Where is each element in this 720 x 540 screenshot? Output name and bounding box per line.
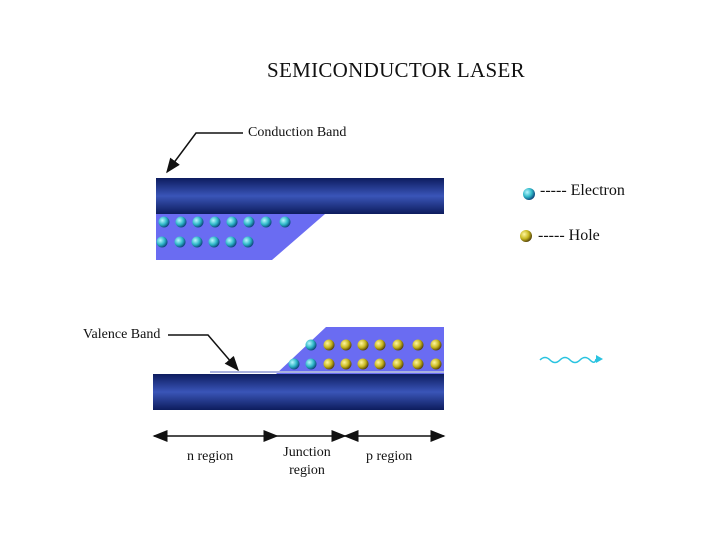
electron: [191, 236, 203, 248]
legend-electron-icon: [523, 188, 535, 200]
electron: [226, 216, 238, 228]
electron: [305, 358, 317, 370]
legend-hole-label: ----- Hole: [538, 227, 600, 244]
hole: [430, 339, 442, 351]
hole: [357, 339, 369, 351]
electron: [175, 216, 187, 228]
electron: [288, 358, 300, 370]
valence-holes: [323, 339, 442, 370]
hole: [340, 358, 352, 370]
electron: [243, 216, 255, 228]
legend-electron-label: ----- Electron: [540, 182, 625, 199]
photon-arrowhead-icon: [596, 355, 603, 363]
valence-band: [153, 374, 444, 410]
junction-region-label-line2: region: [289, 463, 325, 478]
electron: [192, 216, 204, 228]
electron: [156, 236, 168, 248]
hole: [357, 358, 369, 370]
conduction-band: [156, 178, 444, 214]
hole: [412, 358, 424, 370]
p-region-label: p region: [366, 449, 413, 464]
electron: [242, 236, 254, 248]
diagram-title: SEMICONDUCTOR LASER: [267, 58, 525, 82]
hole: [323, 339, 335, 351]
electron: [305, 339, 317, 351]
hole: [430, 358, 442, 370]
hole: [412, 339, 424, 351]
conduction-band-label: Conduction Band: [248, 125, 347, 140]
hole: [340, 339, 352, 351]
electron: [174, 236, 186, 248]
photon-wave-icon: [539, 356, 597, 364]
electron: [225, 236, 237, 248]
conduction-electrons: [156, 216, 291, 248]
electron: [209, 216, 221, 228]
hole: [374, 339, 386, 351]
n-region-label: n region: [187, 449, 234, 464]
legend-hole-icon: [520, 230, 532, 242]
valence-band-pointer: [168, 334, 239, 372]
hole: [392, 339, 404, 351]
valence-band-label: Valence Band: [83, 327, 161, 342]
conduction-band-pointer: [166, 132, 243, 174]
junction-region-label-line1: Junction: [283, 445, 331, 460]
hole: [323, 358, 335, 370]
hole: [392, 358, 404, 370]
electron: [260, 216, 272, 228]
electron: [279, 216, 291, 228]
hole: [374, 358, 386, 370]
electron: [158, 216, 170, 228]
junction-electrons: [288, 339, 317, 370]
electron: [208, 236, 220, 248]
junction-region-label: Junction region: [276, 444, 338, 480]
